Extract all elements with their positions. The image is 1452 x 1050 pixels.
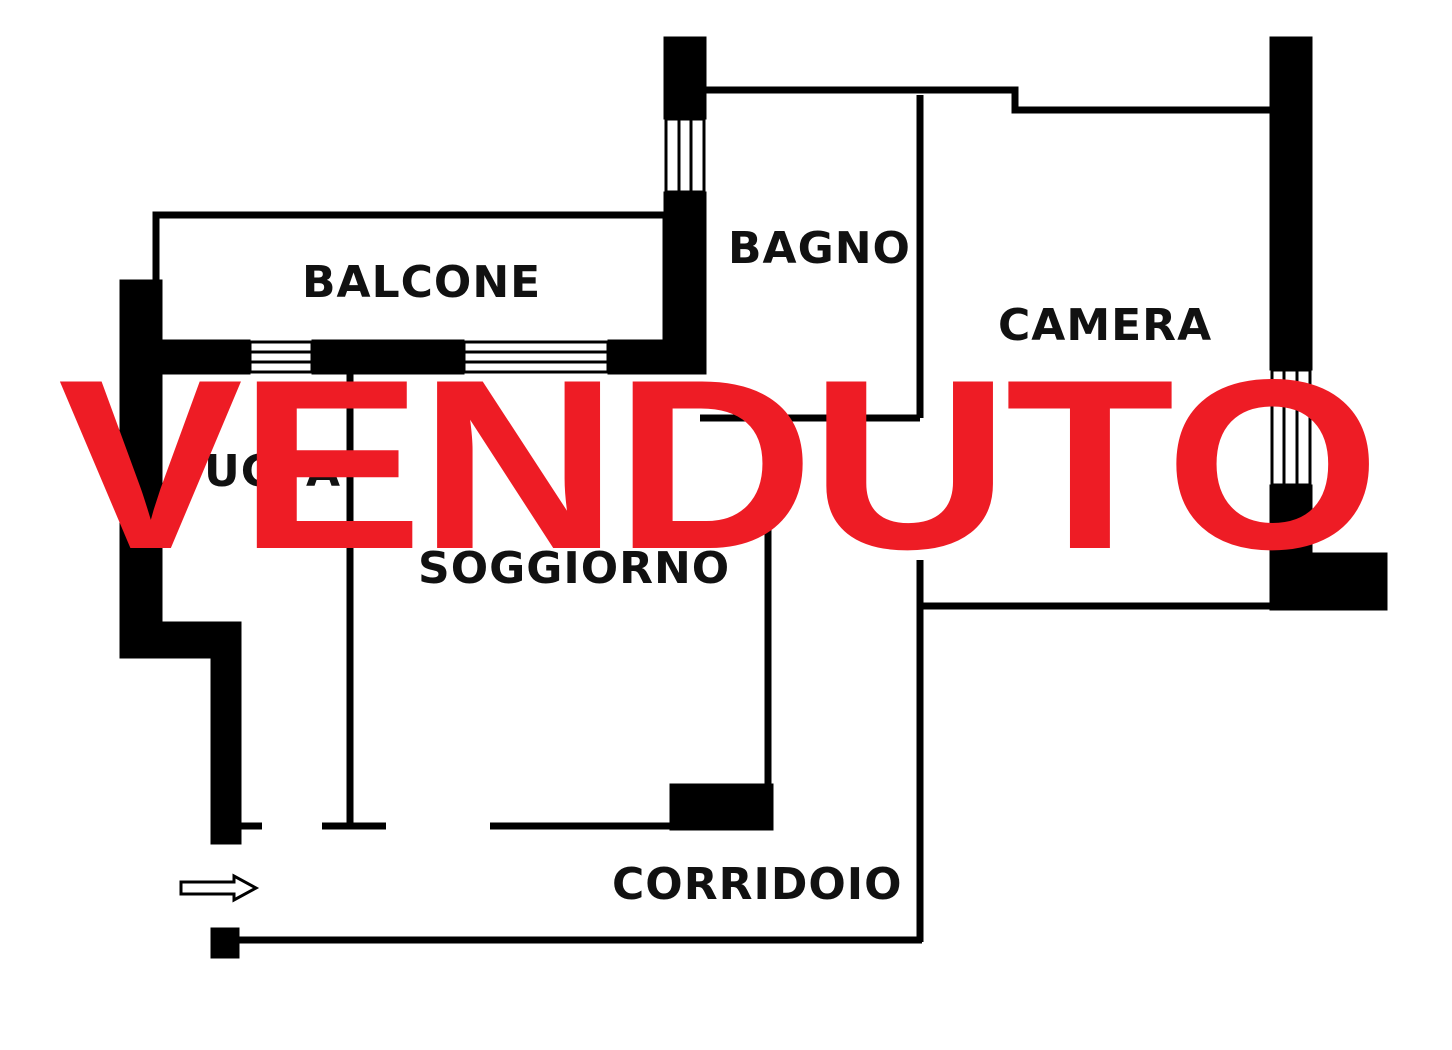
room-label-cucina-partial-end: A xyxy=(306,446,341,497)
wall-entrance-south xyxy=(210,927,240,959)
thin-walls xyxy=(152,86,1272,944)
room-label-camera: CAMERA xyxy=(998,300,1212,351)
window-balcony-left xyxy=(248,340,314,374)
wall-camera-east xyxy=(1269,36,1313,371)
window-bathroom-west xyxy=(664,117,706,194)
room-label-corridoio: CORRIDOIO xyxy=(612,859,903,910)
room-label-soggiorno: SOGGIORNO xyxy=(418,543,730,594)
room-label-cucina-partial: UC xyxy=(204,446,274,497)
walls xyxy=(119,36,1388,959)
wall-camera-corner xyxy=(1269,552,1388,611)
window-balcony-right xyxy=(462,340,610,374)
wall-soggiorno-corner xyxy=(669,783,774,831)
windows xyxy=(248,117,1312,487)
wall-kitchen-sw xyxy=(210,621,242,845)
room-label-bagno: BAGNO xyxy=(728,223,911,274)
sold-stamp: VENDUTO xyxy=(58,330,1376,600)
window-camera-east xyxy=(1270,368,1312,487)
balcony-outline xyxy=(152,211,670,340)
wall-bathroom-west-upper xyxy=(663,36,707,120)
bathroom-top xyxy=(706,86,1270,114)
room-label-balcone: BALCONE xyxy=(302,257,541,308)
wall-balcony-base-mid xyxy=(311,339,465,375)
arrow-right-icon xyxy=(179,873,260,903)
